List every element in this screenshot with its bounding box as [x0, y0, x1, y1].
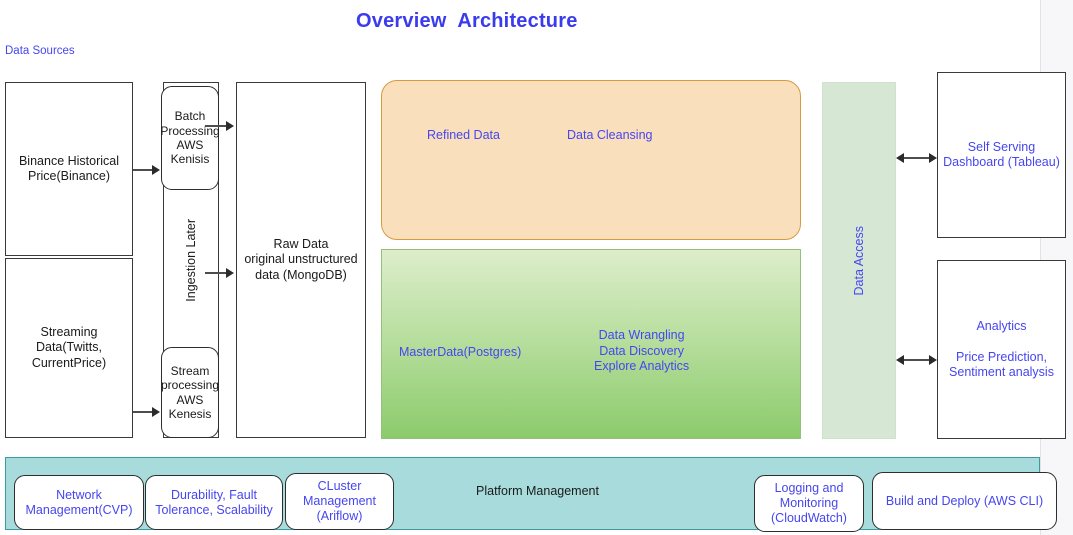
ingestion-box-batch-processing[interactable]: Batch Processing AWS Kenisis [160, 86, 220, 190]
source-box-binance-historical[interactable]: Binance Historical Price(Binance) [5, 82, 133, 256]
arrow-access-dashboard-head-right [929, 153, 937, 163]
platform-box-label: Build and Deploy (AWS CLI) [885, 493, 1044, 508]
platform-box-label: Logging and Monitoring (CloudWatch) [771, 481, 847, 525]
arrow-source2-to-stream-head [152, 407, 160, 417]
arrow-access-dashboard-head-left [896, 153, 904, 163]
raw-data-box[interactable]: Raw Data original unstructured data (Mon… [236, 82, 366, 438]
refined-data-item: Refined Data [427, 128, 500, 142]
data-access-column[interactable]: Data Access [822, 82, 896, 439]
platform-management-label: Platform Management [476, 484, 599, 498]
arrow-access-analytics-head-left [896, 355, 904, 365]
platform-box-network-management[interactable]: Network Management(CVP) [14, 475, 144, 530]
arrow-source2-to-stream-line [133, 411, 153, 413]
consumer-box-label: Self Serving Dashboard (Tableau) [943, 139, 1060, 169]
platform-box-label: Durability, Fault Tolerance, Scalability [155, 487, 273, 517]
source-box-streaming-data[interactable]: Streaming Data(Twitts, CurrentPrice) [5, 258, 133, 438]
refined-data-zone[interactable] [381, 80, 801, 240]
platform-box-label: CLuster Management (Ariflow) [303, 479, 376, 523]
arrow-access-analytics-line [903, 359, 931, 361]
consumer-box-label: Analytics Price Prediction, Sentiment an… [949, 319, 1054, 379]
page-title: Overview Architecture [356, 10, 578, 32]
platform-box-logging-monitoring[interactable]: Logging and Monitoring (CloudWatch) [754, 475, 864, 532]
arrow-batch-to-rawdata-line [205, 125, 228, 127]
data-access-label: Data Access [852, 225, 866, 296]
master-data-zone[interactable] [381, 249, 801, 439]
raw-data-label: Raw Data original unstructured data (Mon… [244, 237, 358, 282]
arrow-access-analytics-head-right [929, 355, 937, 365]
arrow-source1-to-batch-line [133, 169, 153, 171]
arrow-ingestion-to-rawdata-line [205, 272, 228, 274]
ingestion-layer-label: Ingestion Later [184, 218, 198, 302]
platform-box-build-deploy[interactable]: Build and Deploy (AWS CLI) [872, 472, 1057, 530]
data-sources-label: Data Sources [5, 45, 75, 57]
ingestion-box-stream-processing[interactable]: Stream processing AWS Kenesis [161, 347, 219, 438]
ingestion-box-label: Stream processing AWS Kenesis [160, 363, 220, 421]
data-cleansing-item: Data Cleansing [567, 128, 653, 142]
consumer-box-self-serving-dashboard[interactable]: Self Serving Dashboard (Tableau) [937, 72, 1066, 238]
arrow-ingestion-to-rawdata-head [226, 268, 234, 278]
platform-box-label: Network Management(CVP) [25, 487, 133, 517]
consumer-box-analytics[interactable]: Analytics Price Prediction, Sentiment an… [937, 260, 1066, 439]
ingestion-box-label: Batch Processing AWS Kenisis [160, 109, 220, 167]
arrow-batch-to-rawdata-head [226, 121, 234, 131]
analytics-capabilities-item: Data Wrangling Data Discovery Explore An… [594, 328, 690, 374]
master-data-item: MasterData(Postgres) [399, 345, 522, 359]
source-box-label: Streaming Data(Twitts, CurrentPrice) [31, 325, 107, 370]
platform-box-cluster-management[interactable]: CLuster Management (Ariflow) [285, 473, 394, 530]
arrow-access-dashboard-line [903, 157, 931, 159]
source-box-label: Binance Historical Price(Binance) [18, 153, 120, 183]
platform-box-durability[interactable]: Durability, Fault Tolerance, Scalability [145, 475, 283, 530]
arrow-source1-to-batch-head [152, 165, 160, 175]
